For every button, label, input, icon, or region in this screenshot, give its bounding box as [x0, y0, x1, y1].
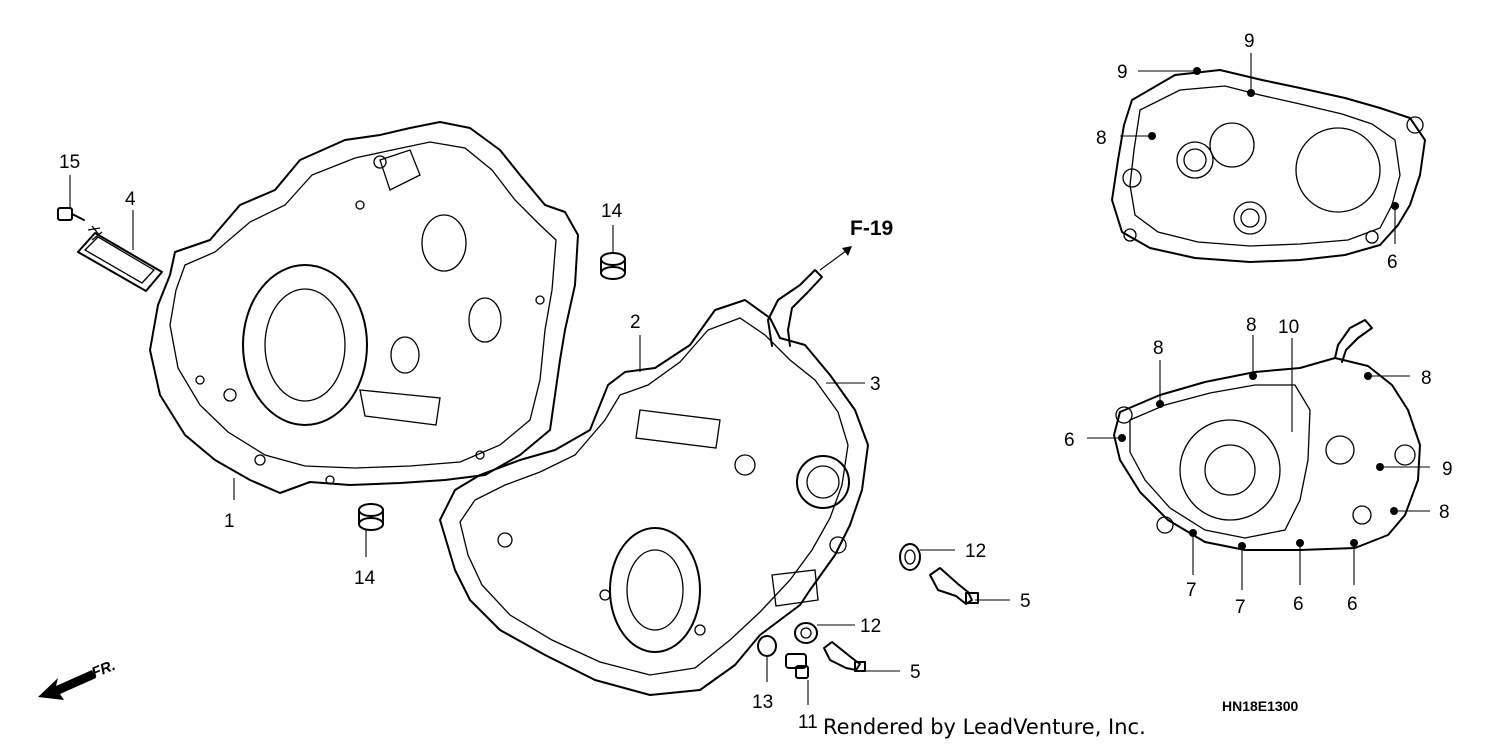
callout-8-top: 8	[1246, 315, 1257, 336]
reference-label: F-19	[850, 217, 893, 240]
fastener-points	[1118, 67, 1399, 550]
callout-8-left: 8	[1153, 338, 1164, 359]
callout-14-upper: 14	[601, 201, 623, 222]
left-crankcase-drawing	[439, 269, 869, 696]
dowel-pin-lower-drawing	[358, 503, 384, 531]
callout-12-upper: 12	[965, 541, 986, 562]
callout-12-lower: 12	[860, 616, 881, 637]
callout-15: 15	[59, 152, 80, 173]
front-direction-indicator: FR.	[38, 657, 118, 700]
callout-9-top: 9	[1244, 31, 1255, 52]
leader-lines	[69, 53, 1430, 705]
diagram-code: HN18E1300	[1222, 698, 1298, 714]
callout-2: 2	[630, 312, 641, 333]
callout-8-upper: 8	[1096, 128, 1107, 149]
right-crankcase-drawing	[149, 121, 579, 494]
callout-11: 11	[798, 712, 818, 733]
callout-4: 4	[125, 189, 136, 210]
switch-5-lower-drawing	[823, 641, 866, 672]
callout-10: 10	[1278, 317, 1299, 338]
bolt-15-drawing	[57, 207, 85, 221]
callout-9-left: 9	[1117, 62, 1128, 83]
upper-case-face-drawing	[1111, 69, 1426, 263]
callout-14-lower: 14	[354, 568, 376, 589]
callout-13: 13	[752, 692, 773, 713]
credit-text: Rendered by LeadVenture, Inc.	[823, 715, 1146, 739]
callout-5-upper: 5	[1020, 591, 1031, 612]
washer-12-lower-drawing	[794, 622, 818, 644]
callout-5-lower: 5	[910, 662, 921, 683]
switch-5-upper-drawing	[929, 567, 979, 605]
callout-7-b: 7	[1235, 597, 1246, 618]
front-arrow-icon	[38, 670, 96, 700]
callout-8-right-bottom: 8	[1439, 502, 1450, 523]
lower-case-face-drawing	[1113, 319, 1421, 551]
callout-6-left: 6	[1064, 430, 1075, 451]
callout-3: 3	[870, 374, 881, 395]
callout-9-lower: 9	[1442, 459, 1453, 480]
callout-7-a: 7	[1186, 580, 1197, 601]
callout-8-right-top: 8	[1421, 368, 1432, 389]
callout-6-upper: 6	[1387, 252, 1398, 273]
washer-13-drawing	[757, 635, 777, 657]
oil-strainer-drawing	[77, 225, 163, 292]
dowel-pin-upper-drawing	[600, 252, 626, 280]
callout-1: 1	[224, 511, 235, 532]
callout-6-bottom-b: 6	[1347, 594, 1358, 615]
bolt-11-drawing	[785, 653, 809, 679]
washer-12-upper-drawing	[899, 543, 921, 571]
callout-6-bottom-a: 6	[1293, 594, 1304, 615]
front-label: FR.	[89, 657, 118, 682]
